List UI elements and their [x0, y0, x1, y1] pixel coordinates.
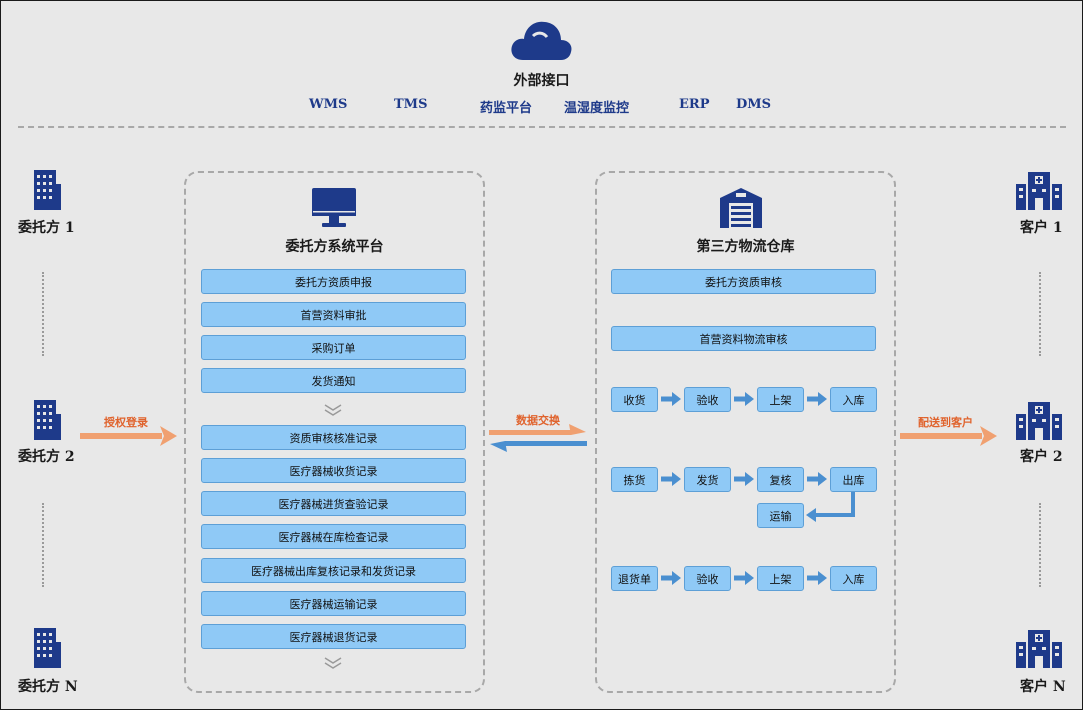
external-interface-title: 外部接口	[513, 73, 570, 89]
auth-arrow	[80, 426, 177, 446]
monitor-icon	[312, 188, 356, 227]
platform-item: 采购订单	[201, 335, 466, 360]
warehouse-icon	[720, 188, 762, 228]
flow-box: 收货	[611, 387, 658, 412]
flow-box: 退货单	[611, 566, 658, 591]
platform-record: 医疗器械收货记录	[201, 458, 466, 483]
flow-box: 上架	[757, 566, 804, 591]
building-icon	[34, 170, 61, 210]
platform-title: 委托方系统平台	[285, 239, 384, 255]
platform-record: 医疗器械进货查验记录	[201, 491, 466, 516]
flow-box: 上架	[757, 387, 804, 412]
platform-item: 首营资料审批	[201, 302, 466, 327]
hospital-icon	[1016, 630, 1062, 668]
client-dots-1	[42, 272, 44, 356]
interface-dms: DMS	[736, 97, 772, 112]
platform-record: 医疗器械运输记录	[201, 591, 466, 616]
flow-box: 运输	[757, 503, 804, 528]
data-exchange-arrows	[489, 424, 587, 452]
warehouse-panel	[595, 171, 896, 693]
chevron-down-icon	[324, 657, 342, 669]
flow-box: 入库	[830, 387, 877, 412]
customer-dots-1	[1039, 272, 1041, 356]
data-exchange-label: 数据交换	[516, 414, 560, 427]
flow-box: 发货	[684, 467, 731, 492]
interface-drug-platform: 药监平台	[480, 101, 533, 116]
chevron-down-icon	[324, 404, 342, 416]
flow-box: 复核	[757, 467, 804, 492]
platform-record: 医疗器械退货记录	[201, 624, 466, 649]
platform-panel	[184, 171, 485, 693]
flow-box: 出库	[830, 467, 877, 492]
client-dots-2	[42, 503, 44, 587]
flow-box: 验收	[684, 566, 731, 591]
deliver-label: 配送到客户	[918, 416, 973, 429]
platform-record: 资质审核核准记录	[201, 425, 466, 450]
hospital-icon	[1016, 402, 1062, 440]
flow-box: 拣货	[611, 467, 658, 492]
warehouse-title: 第三方物流仓库	[696, 239, 795, 255]
flow-box: 入库	[830, 566, 877, 591]
hospital-icon	[1016, 172, 1062, 210]
platform-item: 发货通知	[201, 368, 466, 393]
platform-record: 医疗器械在库检查记录	[201, 524, 466, 549]
interface-wms: WMS	[309, 97, 348, 112]
platform-record: 医疗器械出库复核记录和发货记录	[201, 558, 466, 583]
cloud-icon	[511, 21, 572, 61]
interface-temp-humidity: 温湿度监控	[564, 101, 630, 116]
divider-line	[18, 126, 1066, 128]
customer-label-2: 客户 2	[1020, 449, 1063, 465]
platform-item: 委托方资质申报	[201, 269, 466, 294]
building-icon	[34, 400, 61, 440]
customer-label-1: 客户 1	[1020, 220, 1063, 236]
customer-dots-2	[1039, 503, 1041, 587]
client-label-1: 委托方 1	[18, 220, 75, 236]
client-label-n: 委托方 N	[18, 679, 78, 695]
flow-box: 验收	[684, 387, 731, 412]
auth-login-label: 授权登录	[104, 416, 148, 429]
warehouse-review: 首营资料物流审核	[611, 326, 876, 351]
client-label-2: 委托方 2	[18, 449, 75, 465]
warehouse-review: 委托方资质审核	[611, 269, 876, 294]
customer-label-n: 客户 N	[1020, 679, 1066, 695]
deliver-arrow	[900, 426, 997, 446]
interface-erp: ERP	[679, 97, 710, 112]
interface-tms: TMS	[394, 97, 428, 112]
building-icon	[34, 628, 61, 668]
